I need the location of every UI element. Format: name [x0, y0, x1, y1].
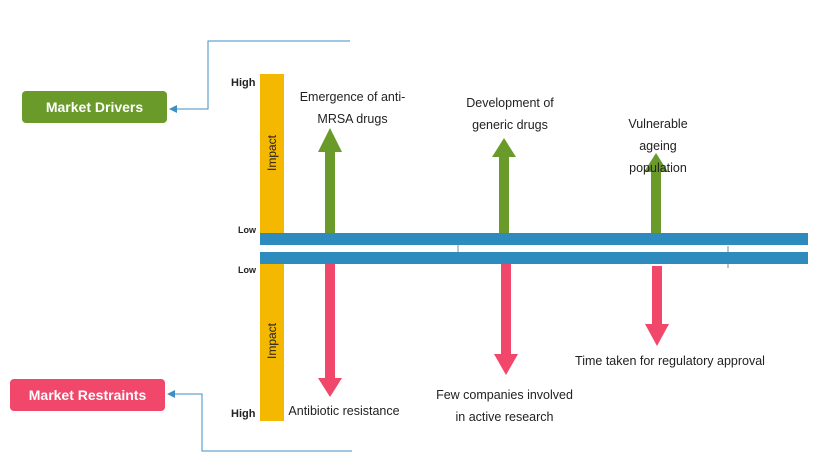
- restraint-arrow-3: [645, 266, 669, 346]
- driver-arrow-1: [318, 128, 342, 235]
- timeline-bar-lower: [260, 252, 808, 264]
- drivers-connector-line: [169, 40, 350, 113]
- market-drivers-box: Market Drivers: [22, 91, 167, 123]
- driver-arrow-3: [644, 153, 668, 235]
- driver-label-2-line2: generic drugs: [472, 118, 548, 132]
- driver-label-3-line2: population: [629, 161, 687, 175]
- restraint-label-3: Time taken for regulatory approval: [570, 350, 770, 372]
- restraint-label-2: Few companies involved in active researc…: [432, 384, 577, 428]
- driver-label-1-line1: Emergence of anti-: [299, 90, 406, 104]
- restraint-arrow-2: [494, 264, 518, 375]
- restraint-label-1-line1: Antibiotic resistance: [288, 404, 400, 418]
- impact-label-upper: Impact: [265, 135, 279, 172]
- restraints-connector-line: [167, 390, 352, 452]
- driver-label-1-line2: MRSA drugs: [317, 112, 388, 126]
- driver-label-3: Vulnerable ageing population: [608, 113, 708, 179]
- low-label-upper: Low: [238, 225, 256, 235]
- impact-label-lower: Impact: [265, 323, 279, 360]
- restraint-label-3-line1: Time taken for regulatory approval: [575, 354, 765, 368]
- high-label-upper: High: [231, 77, 256, 89]
- driver-arrow-2: [492, 138, 516, 235]
- restraint-label-2-line2: in active research: [455, 410, 554, 424]
- timeline-bar-upper: [260, 233, 808, 245]
- high-label-lower: High: [231, 408, 256, 420]
- restraint-label-1: Antibiotic resistance: [284, 400, 404, 422]
- driver-label-2: Development of generic drugs: [455, 92, 565, 136]
- driver-label-2-line1: Development of: [466, 96, 554, 110]
- restraint-label-2-line1: Few companies involved: [436, 388, 573, 402]
- low-label-lower: Low: [238, 265, 256, 275]
- driver-label-3-line1: Vulnerable ageing: [628, 117, 688, 153]
- impact-bar-upper: [260, 74, 284, 234]
- restraint-arrow-1: [318, 264, 342, 397]
- market-restraints-box: Market Restraints: [10, 379, 165, 411]
- driver-label-1: Emergence of anti- MRSA drugs: [290, 86, 415, 130]
- impact-bar-lower: [260, 264, 284, 421]
